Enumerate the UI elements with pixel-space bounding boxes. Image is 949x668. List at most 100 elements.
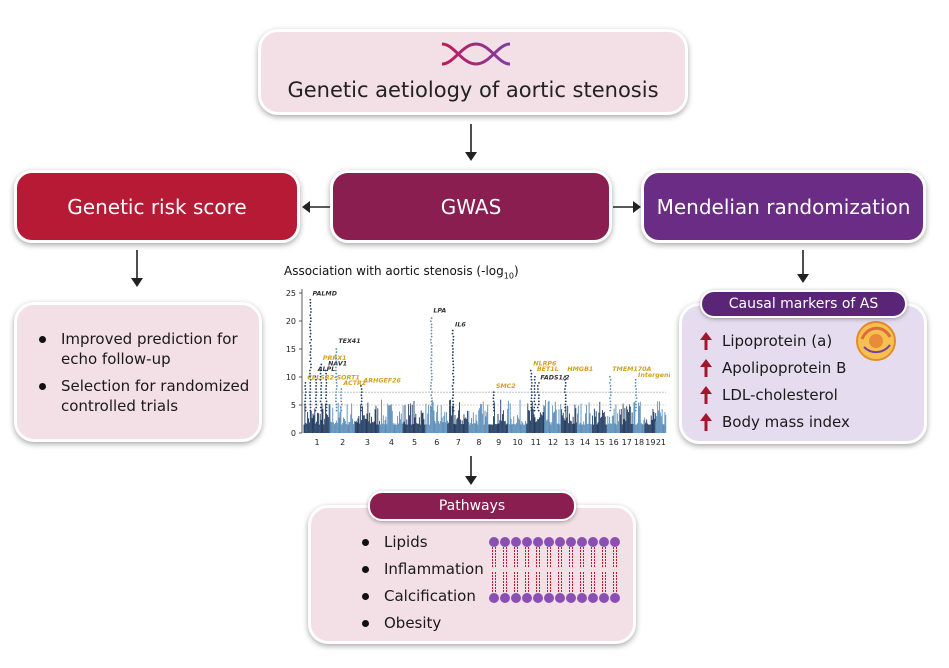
- peak-point: [335, 388, 338, 390]
- peak-point: [325, 388, 327, 390]
- lipid-head: [610, 593, 620, 603]
- peak-point: [452, 409, 455, 412]
- peak-point: [309, 394, 311, 397]
- peak-point: [564, 381, 567, 384]
- peak-point: [430, 400, 433, 403]
- peak-point: [315, 391, 318, 394]
- chart-title: Association with aortic stenosis (-log10…: [284, 264, 519, 281]
- lipid-head: [511, 537, 521, 547]
- y-tick-label: 10: [286, 373, 296, 382]
- peak-point: [538, 381, 540, 384]
- peak-point: [530, 400, 533, 403]
- lipid-head: [566, 593, 576, 603]
- peak-point: [319, 406, 322, 409]
- locus-label: Intergenic: [638, 371, 670, 379]
- peak-point: [634, 409, 637, 412]
- peak-point: [529, 369, 532, 372]
- peak-point: [360, 409, 362, 412]
- peak-point: [430, 360, 433, 363]
- mendelian-randomization-box: Mendelian randomization: [641, 170, 926, 243]
- peak-point: [325, 375, 327, 378]
- peak-point: [314, 409, 317, 412]
- list-item: Apolipoprotein B: [698, 358, 850, 385]
- peak-point: [304, 403, 306, 406]
- list-item: Selection for randomized controlled tria…: [33, 376, 253, 416]
- peak-point: [635, 391, 637, 394]
- peak-point: [319, 378, 322, 381]
- peak-point: [634, 385, 637, 387]
- peak-point: [309, 375, 311, 378]
- peak-point: [309, 388, 312, 390]
- peak-point: [340, 400, 343, 403]
- x-tick-label: 19: [645, 438, 655, 447]
- peak-point: [452, 388, 454, 390]
- x-tick-label: 14: [580, 438, 590, 447]
- grs-outcomes-panel: Improved prediction for echo follow-up S…: [14, 302, 262, 442]
- peak-point: [309, 345, 312, 347]
- marker-label: Lipoprotein (a): [722, 332, 833, 350]
- peak-point: [319, 388, 322, 390]
- peak-point: [430, 394, 433, 397]
- peak-point: [325, 381, 328, 384]
- peak-point: [451, 357, 454, 360]
- peak-point: [335, 375, 338, 378]
- arrow-left-icon: [302, 201, 330, 213]
- x-tick-label: 7: [456, 438, 461, 447]
- peak-point: [335, 409, 338, 412]
- peak-point: [335, 369, 337, 372]
- locus-label: NAV1: [328, 361, 347, 368]
- list-item: Lipoprotein (a): [698, 331, 850, 358]
- list-item: Inflammation: [356, 559, 484, 579]
- peak-point: [452, 378, 455, 381]
- peak-point: [430, 351, 433, 353]
- list-item: Body mass index: [698, 412, 850, 439]
- peak-point: [530, 397, 533, 400]
- peak-point: [304, 388, 307, 390]
- peak-point: [320, 366, 322, 369]
- arrow-down-icon: [797, 250, 809, 283]
- peak-point: [335, 360, 338, 363]
- arrow-up-icon: [700, 359, 712, 377]
- peak-point: [335, 351, 338, 353]
- peak-point: [530, 388, 533, 390]
- x-tick-label: 12: [548, 438, 558, 447]
- peak-point: [530, 375, 533, 378]
- peak-point: [430, 332, 433, 335]
- y-tick-label: 20: [286, 317, 296, 326]
- peak-point: [430, 378, 433, 381]
- peak-point: [315, 381, 318, 384]
- peak-point: [563, 391, 566, 394]
- x-tick-label: 17: [622, 438, 632, 447]
- peak-point: [609, 406, 612, 409]
- peak-point: [360, 394, 363, 397]
- locus-label: LPA: [433, 307, 446, 314]
- peak-point: [430, 406, 433, 409]
- peak-point: [309, 308, 312, 310]
- peak-point: [452, 335, 455, 338]
- peak-point: [634, 378, 637, 381]
- lipid-head: [522, 537, 532, 547]
- list-item: LDL-cholesterol: [698, 385, 850, 412]
- peak-point: [335, 357, 338, 360]
- peak-point: [309, 385, 312, 387]
- x-tick-label: 9: [496, 438, 501, 447]
- lipid-head: [500, 537, 510, 547]
- peak-point: [635, 406, 638, 409]
- peak-point: [335, 397, 337, 400]
- peak-point: [315, 378, 317, 381]
- peak-point: [340, 397, 343, 400]
- peak-point: [608, 397, 611, 400]
- peak-point: [430, 317, 433, 320]
- peak-point: [360, 385, 362, 387]
- peak-point: [430, 403, 433, 406]
- peak-point: [304, 381, 307, 384]
- peak-point: [609, 388, 612, 390]
- list-item: Obesity: [356, 613, 484, 633]
- peak-point: [452, 403, 455, 406]
- peak-point: [335, 348, 338, 350]
- peak-point: [325, 385, 328, 387]
- peak-point: [309, 329, 312, 332]
- peak-point: [309, 323, 312, 326]
- arrow-up-icon: [700, 332, 712, 350]
- locus-label: TEX41: [338, 338, 360, 345]
